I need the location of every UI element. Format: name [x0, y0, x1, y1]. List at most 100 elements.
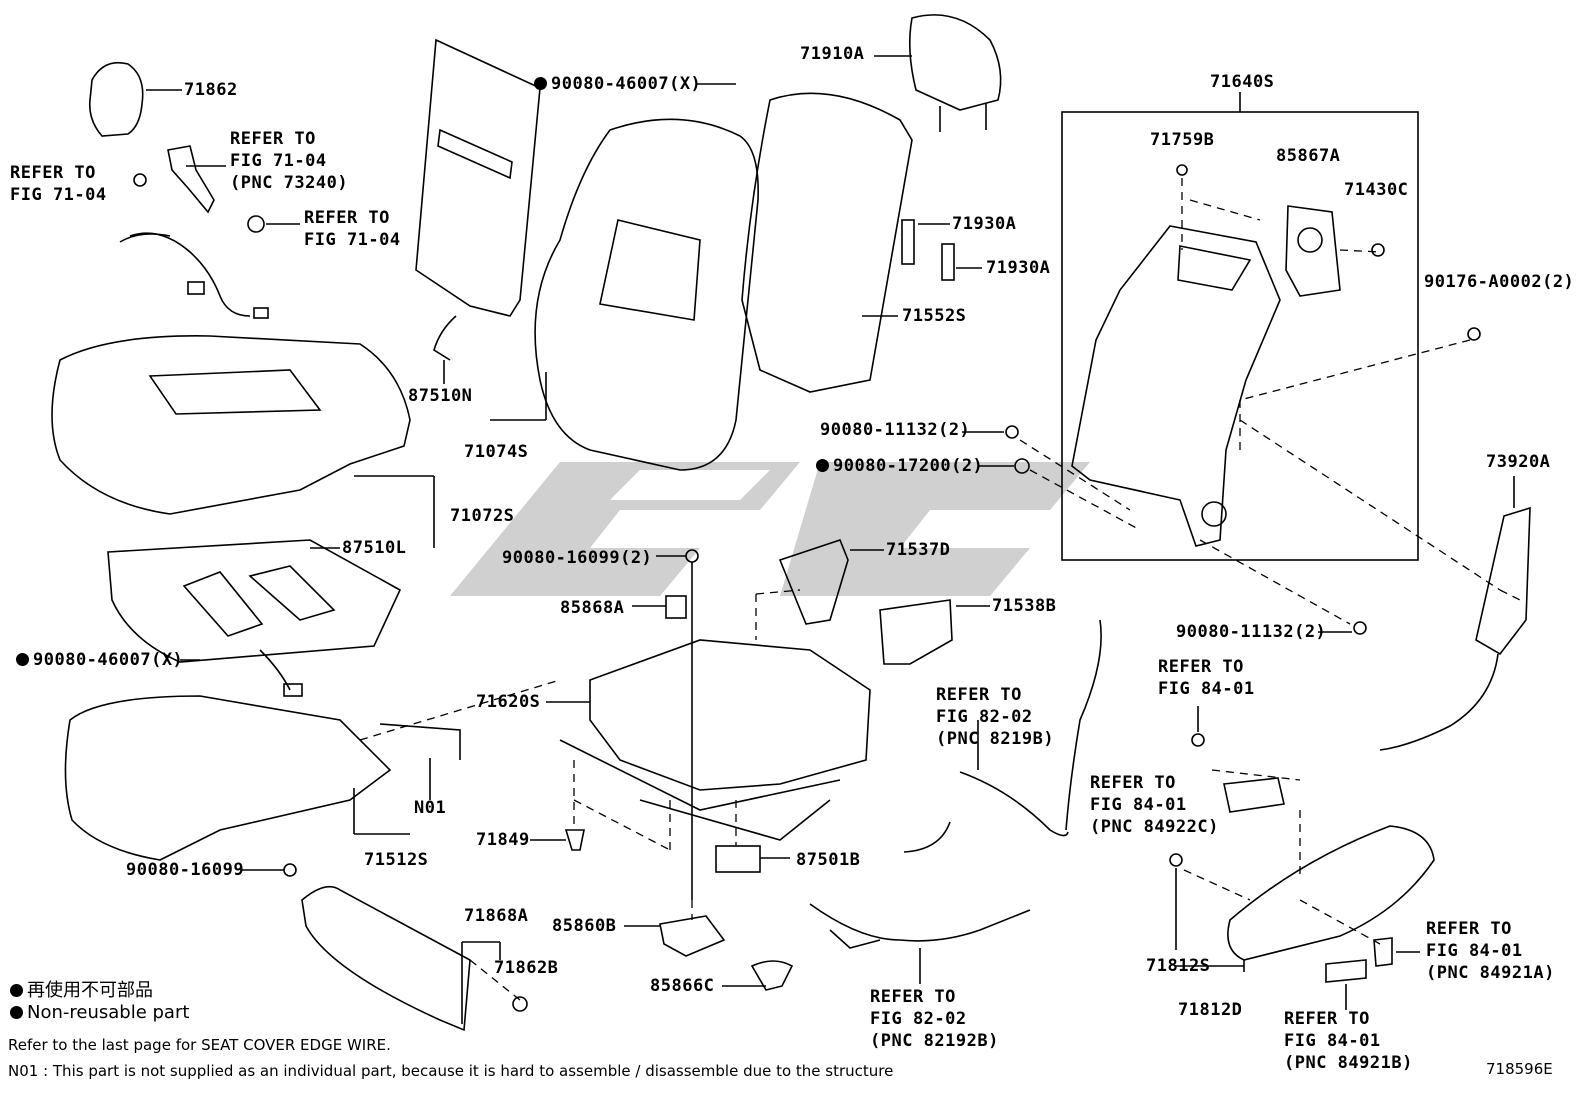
label-71072S: 71072S: [450, 506, 515, 526]
part-85867A-shape: [1285, 205, 1341, 297]
label-87510L: 87510L: [342, 538, 407, 558]
refer-to-84-01: REFER TO FIG 84-01: [1158, 657, 1255, 699]
label-71074S: 71074S: [464, 442, 529, 462]
label-90080-11132-a: 90080-11132(2): [820, 420, 971, 440]
grommet-icon: [133, 173, 147, 187]
refer-to-84921B: REFER TO FIG 84-01 (PNC 84921B): [1284, 1009, 1413, 1073]
label-73920A: 73920A: [1486, 452, 1551, 472]
clip-icon: [512, 996, 528, 1012]
refer-to-84921A: REFER TO FIG 84-01 (PNC 84921A): [1426, 919, 1555, 983]
label-71910A: 71910A: [800, 44, 865, 64]
part-71074S-shape: [534, 118, 759, 471]
label-71759B: 71759B: [1150, 130, 1215, 150]
grommet-icon: [247, 215, 265, 233]
non-reusable-dot-icon: [534, 77, 547, 90]
label-text: 90080-17200(2): [833, 456, 984, 476]
part-87510N-shape: [415, 38, 541, 317]
part-71538B-shape: [879, 599, 953, 665]
part-85866C-shape: [750, 960, 794, 991]
harness-82192B-shape: [809, 903, 1031, 942]
non-reusable-dot-icon: [816, 459, 829, 472]
label-N01: N01: [414, 798, 447, 818]
refer-to-71-04-right: REFER TO FIG 71-04: [304, 208, 401, 250]
label-71930A-2: 71930A: [986, 258, 1051, 278]
refer-to-73240: REFER TO FIG 71-04 (PNC 73240): [230, 129, 349, 193]
label-90080-16099-2: 90080-16099(2): [502, 548, 653, 568]
part-71552S-shape: [741, 92, 913, 393]
label-90080-46007-top: 90080-46007(X): [534, 74, 701, 94]
label-71512S: 71512S: [364, 850, 429, 870]
label-85860B: 85860B: [552, 916, 617, 936]
label-71537D: 71537D: [886, 540, 951, 560]
figure-code: 718596E: [1486, 1060, 1553, 1078]
label-90080-11132-b: 90080-11132(2): [1176, 622, 1327, 642]
label-85866C: 85866C: [650, 976, 715, 996]
bolt-icon: [1191, 733, 1205, 747]
harness-8219B-shape: [959, 771, 1069, 837]
refer-to-71-04-left: REFER TO FIG 71-04: [10, 163, 107, 205]
refer-to-82192B: REFER TO FIG 82-02 (PNC 82192B): [870, 987, 999, 1051]
knob-84921A-shape: [1373, 937, 1393, 967]
bolt-icon: [1005, 425, 1019, 439]
part-71868A-shape: [301, 885, 471, 1032]
part-71862-shape: [88, 61, 144, 137]
clip-icon: [1169, 853, 1183, 867]
part-71930A-shape: [901, 219, 915, 265]
label-71930A-1: 71930A: [952, 214, 1017, 234]
label-71430C: 71430C: [1344, 180, 1409, 200]
part-71930A-shape: [941, 243, 955, 281]
label-71868A: 71868A: [464, 906, 529, 926]
nut-icon: [1467, 327, 1481, 341]
seat-back-frame-shape: [1071, 225, 1281, 547]
label-90080-46007-left: 90080-46007(X): [16, 650, 183, 670]
non-reusable-dot-icon: [10, 1006, 23, 1019]
legend-jp-text: 再使用不可部品: [27, 980, 153, 1001]
refer-to-8219B: REFER TO FIG 82-02 (PNC 8219B): [936, 685, 1055, 749]
label-71862: 71862: [184, 80, 238, 100]
part-73920A-shape: [1475, 506, 1531, 656]
label-85868A: 85868A: [560, 598, 625, 618]
note-seat-cover-edge-wire: Refer to the last page for SEAT COVER ED…: [8, 1036, 391, 1054]
bolt-icon: [1353, 621, 1367, 635]
bolt-icon: [283, 863, 297, 877]
part-71910A-shape: [908, 14, 1002, 111]
label-87501B: 87501B: [796, 850, 861, 870]
buckle-shape: [167, 145, 215, 214]
label-71849: 71849: [476, 830, 530, 850]
watermark-logo: [450, 462, 1090, 596]
label-90176-A0002: 90176-A0002(2): [1424, 272, 1575, 292]
label-71620S: 71620S: [476, 692, 541, 712]
label-71640S: 71640S: [1210, 72, 1275, 92]
part-71512S-shape: [64, 695, 392, 861]
refer-to-84922C: REFER TO FIG 84-01 (PNC 84922C): [1090, 773, 1219, 837]
non-reusable-dot-icon: [10, 984, 23, 997]
part-85860B-shape: [659, 915, 726, 957]
legend-en: Non-reusable part: [10, 1002, 189, 1023]
note-n01: N01 : This part is not supplied as an in…: [8, 1062, 894, 1080]
nut-icon: [1014, 458, 1030, 474]
label-71538B: 71538B: [992, 596, 1057, 616]
label-90080-17200: 90080-17200(2): [816, 456, 983, 476]
part-87501B-shape: [715, 845, 761, 873]
part-87510L-shape: [107, 539, 402, 663]
legend-jp: 再使用不可部品: [10, 976, 153, 1002]
switch-84922C-shape: [1223, 777, 1285, 813]
label-71812D: 71812D: [1178, 1000, 1243, 1020]
part-71812D-shape: [1227, 825, 1435, 961]
part-71620S-shape: [589, 639, 871, 791]
label-85867A: 85867A: [1276, 146, 1341, 166]
label-text: 90080-46007(X): [551, 74, 702, 94]
legend-en-text: Non-reusable part: [27, 1002, 190, 1023]
clip-icon: [1176, 164, 1188, 176]
label-90080-16099: 90080-16099: [126, 860, 245, 880]
label-text: 90080-46007(X): [33, 650, 184, 670]
label-71552S: 71552S: [902, 306, 967, 326]
label-71862B: 71862B: [494, 958, 559, 978]
label-87510N: 87510N: [408, 386, 473, 406]
part-71849-shape: [564, 829, 585, 851]
label-71812S: 71812S: [1146, 956, 1211, 976]
non-reusable-dot-icon: [16, 653, 29, 666]
part-71537D-shape: [778, 539, 849, 625]
